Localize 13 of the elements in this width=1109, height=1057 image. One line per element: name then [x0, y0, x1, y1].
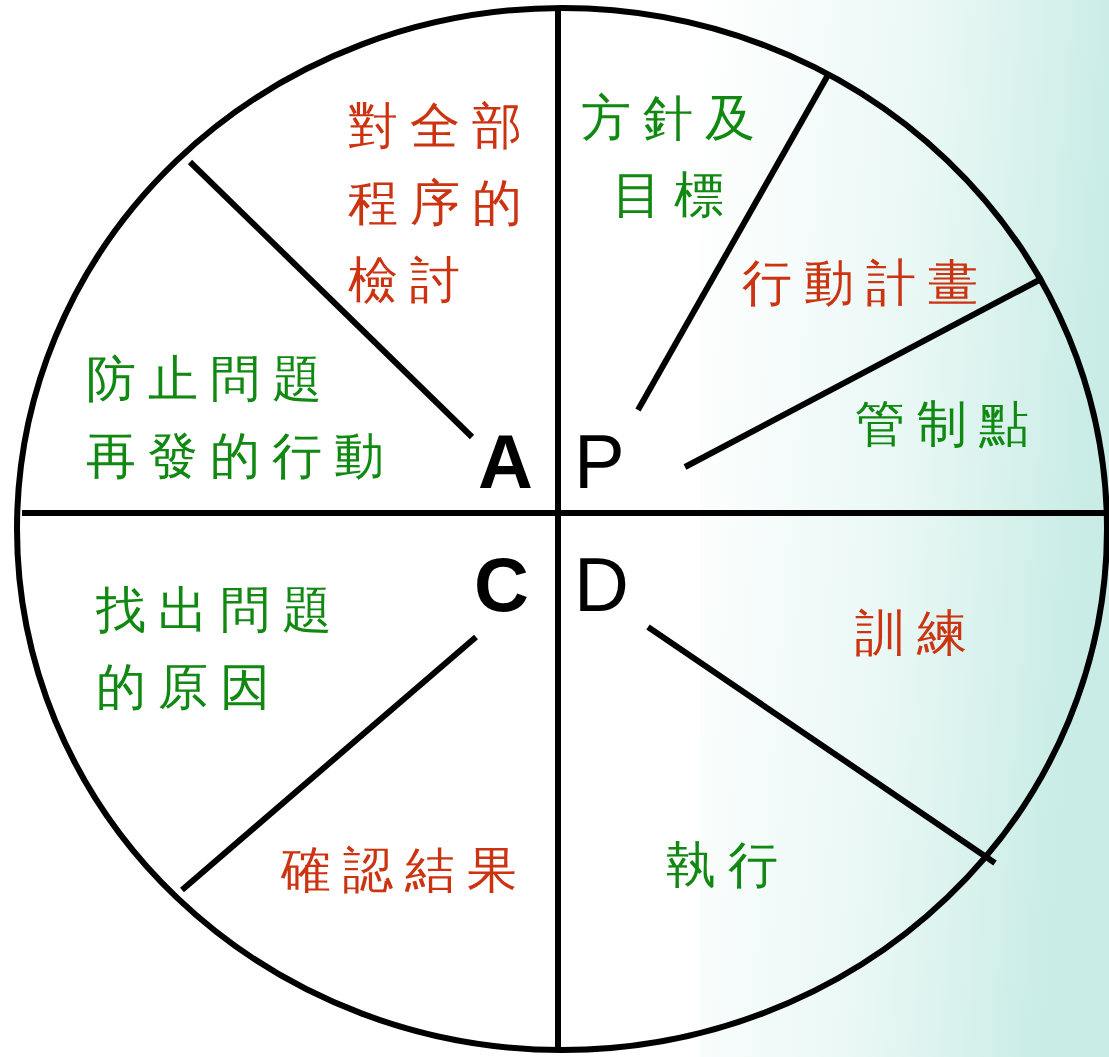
- sector-label: 執行: [666, 835, 791, 896]
- sector-label: 管制點: [855, 394, 1042, 455]
- sector-label: 行動計畫: [742, 253, 991, 314]
- sector-label: 訓練: [855, 603, 980, 664]
- quadrant-letter: A: [478, 422, 533, 502]
- sector-label: 防止問題再發的行動: [86, 349, 397, 487]
- sector-label: 方針及目標: [580, 88, 768, 226]
- sector-label: 確認結果: [281, 840, 530, 901]
- sector-label: 找出問題的原因: [96, 580, 345, 718]
- quadrant-letter: P: [574, 422, 625, 502]
- quadrant-letter: C: [474, 545, 529, 625]
- quadrant-letter: D: [574, 545, 629, 625]
- sector-label: 對全部程序的檢討: [348, 96, 535, 311]
